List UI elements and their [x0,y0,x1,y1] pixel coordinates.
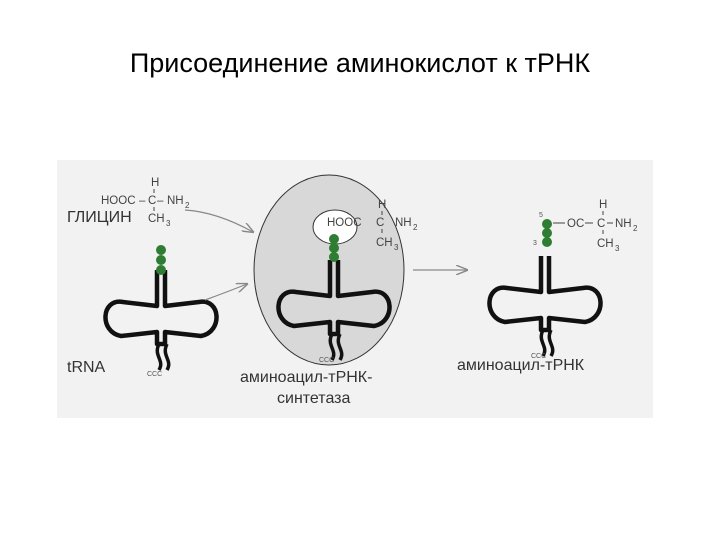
enzyme-aa-nh-sub: 2 [413,223,418,232]
arrow-trna-to-enzyme [204,284,247,301]
nucleotide [156,255,166,265]
nucleotide [156,265,166,275]
trna-label: tRNA [67,359,106,376]
arrow-glycine-to-enzyme [184,209,253,232]
product-aa-carbon: C [597,218,605,230]
product-aa-ch: CH [597,238,614,250]
enzyme-aa-nh: NH [395,217,412,229]
glycine-hooc: HOOC [101,195,136,207]
nucleotide [329,243,339,253]
glycine-carbon: C [148,195,156,207]
glycine-ch: CH [148,213,165,225]
glycine-h: H [151,177,159,189]
enzyme-aa-hooc: HOOC [327,217,362,229]
slide-title: Присоединение аминокислот к тРНК [129,48,591,78]
product-label: аминоацил-тРНК [457,357,585,374]
enzyme-label-line2: синтетаза [277,390,350,407]
nucleotide [542,219,552,229]
enzyme-aa-ch-sub: 3 [394,243,399,252]
product-amino-acid: H OC C NH 2 CH 3 [553,199,638,253]
free-trna-acceptor-nucleotides [156,245,166,275]
product-aa-nh: NH [615,218,632,230]
glycine-bond-left: – [139,195,146,207]
enzyme-aa-carbon: C [376,217,384,229]
trna-anticodon: CCC [147,371,162,378]
glycine-ch-sub: 3 [166,219,171,228]
enzyme-aa-h: H [378,199,386,211]
nucleotide [329,234,339,244]
enzyme-amino-acid: H HOOC C NH 2 CH 3 [327,199,418,252]
enzyme-anticodon: CCC [319,357,334,364]
glycine-nh-sub: 2 [185,201,190,210]
enzyme-trna-acceptor-nucleotides [329,234,339,262]
product-prime3: 3 [533,240,537,247]
product-trna-acceptor-nucleotides [542,219,552,247]
glycine-nh: NH [167,195,184,207]
enzyme-aa-ch: CH [376,237,393,249]
nucleotide [329,252,339,262]
nucleotide [156,245,166,255]
product-aa-h: H [599,199,607,211]
glycine-label: ГЛИЦИН [67,209,132,226]
product-anticodon: CCC [531,353,546,360]
product-aa-nh-sub: 2 [633,224,638,233]
enzyme-label-line1: аминоацил-тРНК- [240,369,372,386]
glycine-formula: H HOOC – C – NH 2 CH 3 [101,177,190,228]
glycine-bond-right: – [157,195,164,207]
product-aa-oc: OC [567,218,584,230]
product-prime5: 5 [539,212,543,219]
nucleotide [542,228,552,238]
product-aa-ch-sub: 3 [615,244,620,253]
trna-charging-diagram: H HOOC – C – NH 2 CH 3 ГЛИЦИН tRNA CCC H… [57,160,653,418]
nucleotide [542,237,552,247]
